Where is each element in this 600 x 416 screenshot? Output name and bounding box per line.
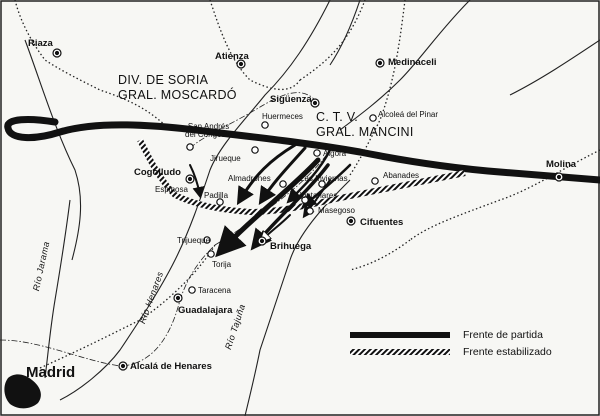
legend-stabilized-front: Frente estabilizado <box>463 346 552 358</box>
army-ctv-general: GRAL. MANCINI <box>316 124 414 139</box>
town-label-torija: Torija <box>212 260 232 269</box>
town-label-almadrones: Almadrones <box>228 174 271 183</box>
madrid-area <box>4 374 41 409</box>
town-label-brihuega: Brihuega <box>270 241 312 252</box>
legend-swatches <box>350 332 450 355</box>
town-label-hontanares: Hontanares <box>296 191 338 200</box>
town-label-espinosa: Espinosa <box>155 185 188 194</box>
army-label-soria: DIV. DE SORIA GRAL. MOSCARDÓ <box>118 73 237 103</box>
rivers <box>24 0 600 416</box>
attack-arrows <box>189 143 352 258</box>
legend-start-front: Frente de partida <box>463 329 543 341</box>
start-front-line <box>4 116 600 184</box>
town-label-siguenza: Sigüenza <box>270 94 312 105</box>
town-label-trijueque: Trijueque <box>177 236 211 245</box>
town-label-molina: Molina <box>546 159 577 170</box>
town-label-huermeces: Huermeces <box>262 112 303 121</box>
town-label-cifuentes: Cifuentes <box>360 217 404 228</box>
town-label-medinaceli: Medinaceli <box>388 57 437 68</box>
river-tajuna <box>244 179 351 416</box>
town-label-riaza: Riaza <box>28 38 53 49</box>
town-label-taracena: Taracena <box>198 286 231 295</box>
town-label-padilla: Padilla <box>204 191 229 200</box>
army-label-ctv: C. T. V. GRAL. MANCINI <box>316 110 414 140</box>
town-label-masegoso: Masegoso <box>318 206 355 215</box>
town-label-cogolludo: Cogolludo <box>134 167 181 178</box>
river-henares <box>59 0 331 401</box>
river-jarama <box>44 199 71 379</box>
army-soria-division: DIV. DE SORIA <box>118 73 209 87</box>
town-label-alcala: Alcalá de Henares <box>130 361 212 372</box>
town-markers <box>52 48 564 371</box>
stabilized-front-line <box>137 138 466 216</box>
town-label-san-andres: San Andrés del Congosto <box>185 122 233 139</box>
army-soria-general: GRAL. MOSCARDÓ <box>118 87 237 102</box>
town-label-alcolea: Alcoleá del Pinar <box>378 110 439 119</box>
town-label-jirueque: Jirueque <box>210 154 241 163</box>
town-label-guadalajara: Guadalajara <box>178 305 233 316</box>
town-label-madrid: Madrid <box>26 364 76 381</box>
town-label-algora: Algora <box>323 149 347 158</box>
province-borders <box>14 0 600 369</box>
town-label-abanades: Abanades <box>383 171 420 180</box>
town-label-atienza: Atienza <box>215 51 249 62</box>
town-label-las-inviernas: Las Inviernas <box>300 174 348 183</box>
army-ctv-corps: C. T. V. <box>316 110 359 124</box>
